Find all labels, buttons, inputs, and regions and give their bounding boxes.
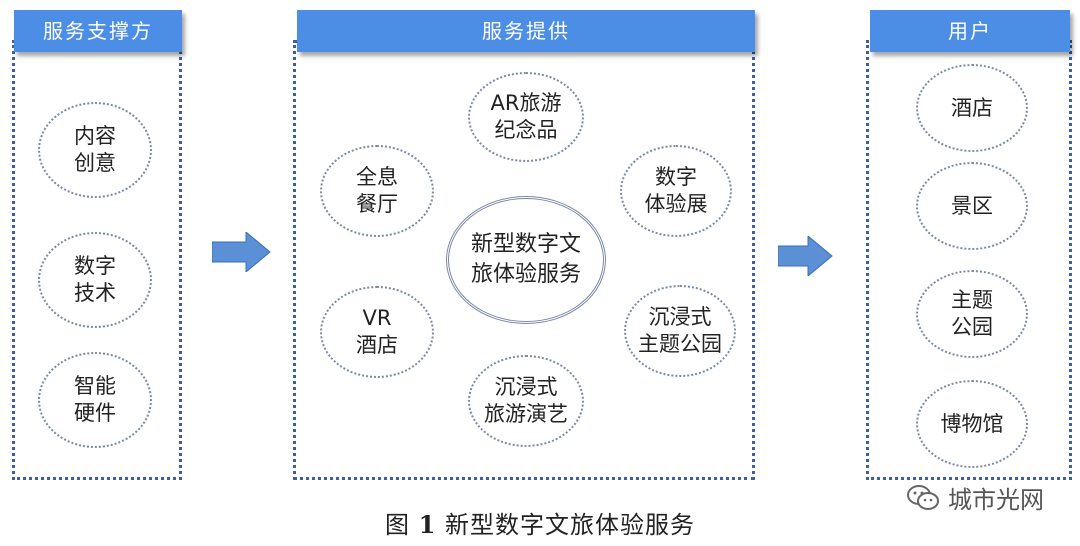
node-holographic-dining: 全息 餐厅 (320, 145, 434, 237)
header-service-provision: 服务提供 (297, 10, 755, 52)
node-immersive-tourism-show: 沉浸式 旅游演艺 (468, 355, 584, 447)
node-ar-souvenir: AR旅游 纪念品 (468, 72, 584, 162)
caption-number: 1 (418, 510, 437, 539)
node-digital-technology: 数字 技术 (38, 232, 152, 328)
header-service-support: 服务支撑方 (14, 10, 182, 52)
wechat-icon (907, 484, 939, 510)
caption-prefix: 图 (385, 511, 410, 539)
node-digital-exhibition: 数字 体验展 (620, 145, 732, 237)
node-vr-hotel: VR 酒店 (320, 286, 434, 378)
watermark-text: 城市光网 (948, 486, 1044, 514)
arrow-right-icon (212, 232, 271, 272)
watermark: 城市光网 (906, 480, 1044, 515)
caption-text: 新型数字文旅体验服务 (444, 511, 695, 539)
node-immersive-theme-park: 沉浸式 主题公园 (624, 285, 736, 377)
figure-caption: 图 1 新型数字文旅体验服务 (0, 505, 1080, 540)
node-museum: 博物馆 (916, 380, 1028, 468)
arrow-right-icon (778, 236, 833, 276)
node-scenic-area: 景区 (916, 162, 1028, 250)
node-digital-cultural-tourism-service: 新型数字文 旅体验服务 (446, 196, 606, 324)
header-users: 用户 (870, 10, 1070, 52)
node-theme-park: 主题 公园 (916, 270, 1028, 358)
node-hotel: 酒店 (916, 64, 1028, 152)
node-smart-hardware: 智能 硬件 (38, 352, 152, 448)
node-content-creativity: 内容 创意 (38, 102, 152, 198)
